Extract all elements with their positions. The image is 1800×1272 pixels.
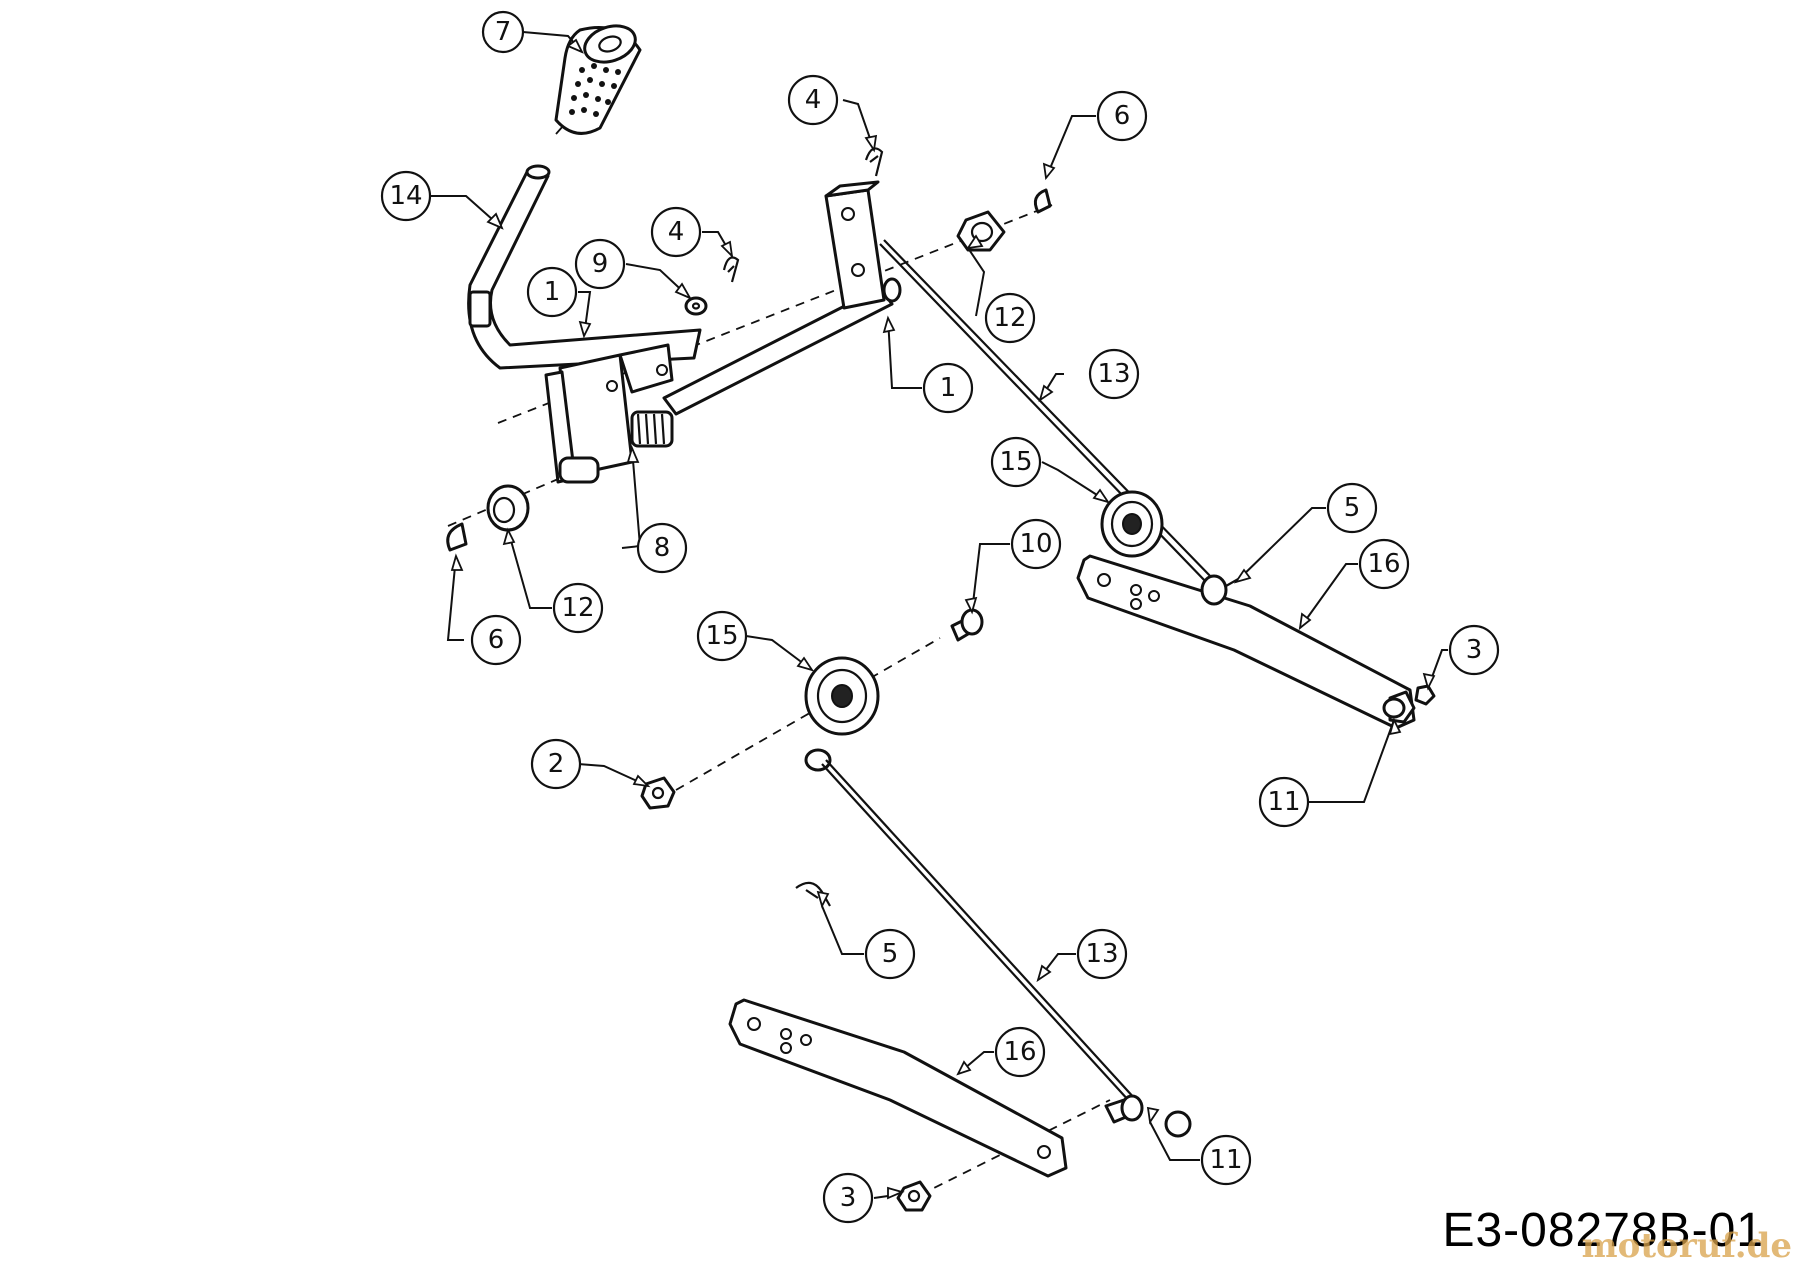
part-6-e-clip-upper [1033,188,1052,214]
callout-11-upper-label: 11 [1267,787,1300,817]
part-12-bushing-lower [486,484,530,532]
callout-3-lower: 3 [822,1172,874,1224]
watermark-logo: motoruf.de [1581,1226,1792,1266]
part-8-torsion-spring [630,410,674,448]
part-9-washer [684,296,708,316]
callout-15-upper-label: 15 [999,447,1032,477]
part-11-pivot-pin-lower [1104,1094,1192,1138]
callout-15-lower-label: 15 [705,621,738,651]
callout-16-upper-label: 16 [1367,549,1400,579]
mounting-bracket [544,343,674,484]
callout-4-lower-label: 4 [668,217,685,247]
callout-6-lower: 6 [470,614,522,666]
callout-11-lower-label: 11 [1209,1145,1242,1175]
callout-3-upper-label: 3 [1466,635,1483,665]
callout-2: 2 [530,738,582,790]
callout-11-lower: 11 [1200,1134,1252,1186]
callout-2-label: 2 [548,749,565,779]
part-10-shoulder-bolt [950,608,984,642]
callout-13-lower: 13 [1076,928,1128,980]
part-6-e-clip-lower [446,522,468,552]
callout-9-label: 9 [592,249,609,279]
part-14-lever-arm [467,164,702,370]
part-16-lift-arm-lower [728,998,1068,1178]
callout-5-upper: 5 [1326,482,1378,534]
callout-1-upper-label: 1 [544,277,561,307]
callout-16-upper: 16 [1358,538,1410,590]
drawing-code: E3-08278B-01 [1442,1204,1764,1257]
part-3-nut-upper [1414,684,1436,706]
callout-4-upper-label: 4 [805,85,822,115]
callout-6-upper: 6 [1096,90,1148,142]
callout-8: 8 [636,522,688,574]
callout-leaders [430,31,1448,1199]
callout-16-lower: 16 [994,1026,1046,1078]
callout-10: 10 [1010,518,1062,570]
part-5-clevis-pin-upper [1200,574,1241,606]
callout-10-label: 10 [1019,529,1052,559]
part-12-bushing-upper [956,210,1006,252]
callout-5-upper-label: 5 [1344,493,1361,523]
callout-1-lower: 1 [922,362,974,414]
callout-12-upper-label: 12 [993,303,1026,333]
part-7-handle-grip [554,24,642,135]
callout-1-upper: 1 [526,266,578,318]
callout-13-lower-label: 13 [1085,939,1118,969]
part-4-hairpin-clip-upper [864,147,884,177]
part-13-link-rod-lower [804,748,1137,1103]
callout-12-lower-label: 12 [561,593,594,623]
callout-7-label: 7 [495,17,512,47]
callout-14: 14 [380,170,432,222]
callout-3-upper: 3 [1448,624,1500,676]
callout-12-upper: 12 [984,292,1036,344]
callout-13-upper-label: 13 [1097,359,1130,389]
callout-5-lower-label: 5 [882,939,899,969]
part-15-pulley-upper [1100,490,1164,558]
callout-7: 7 [481,10,525,54]
callout-5-lower: 5 [864,928,916,980]
callout-12-lower: 12 [552,582,604,634]
callout-14-label: 14 [389,181,422,211]
leader-arrowheads [450,38,1436,1200]
part-15-pulley-lower [804,656,880,736]
part-4-hairpin-clip-lower [722,256,740,283]
callout-9: 9 [574,238,626,290]
part-1-cross-shaft [662,180,902,416]
callout-1-lower-label: 1 [940,373,957,403]
callout-15-lower: 15 [696,610,748,662]
callout-13-upper: 13 [1088,348,1140,400]
part-2-lock-nut [640,776,676,810]
part-16-lift-arm-upper [1076,554,1416,730]
part-11-pivot-pin-upper [1382,697,1406,719]
callout-4-lower: 4 [650,206,702,258]
callout-3-lower-label: 3 [840,1183,857,1213]
callout-6-lower-label: 6 [488,625,505,655]
callout-6-upper-label: 6 [1114,101,1131,131]
callout-11-upper: 11 [1258,776,1310,828]
callout-15-upper: 15 [990,436,1042,488]
callout-8-label: 8 [654,533,671,563]
part-3-nut-lower [896,1180,932,1212]
callout-4-upper: 4 [787,74,839,126]
callout-16-lower-label: 16 [1003,1037,1036,1067]
